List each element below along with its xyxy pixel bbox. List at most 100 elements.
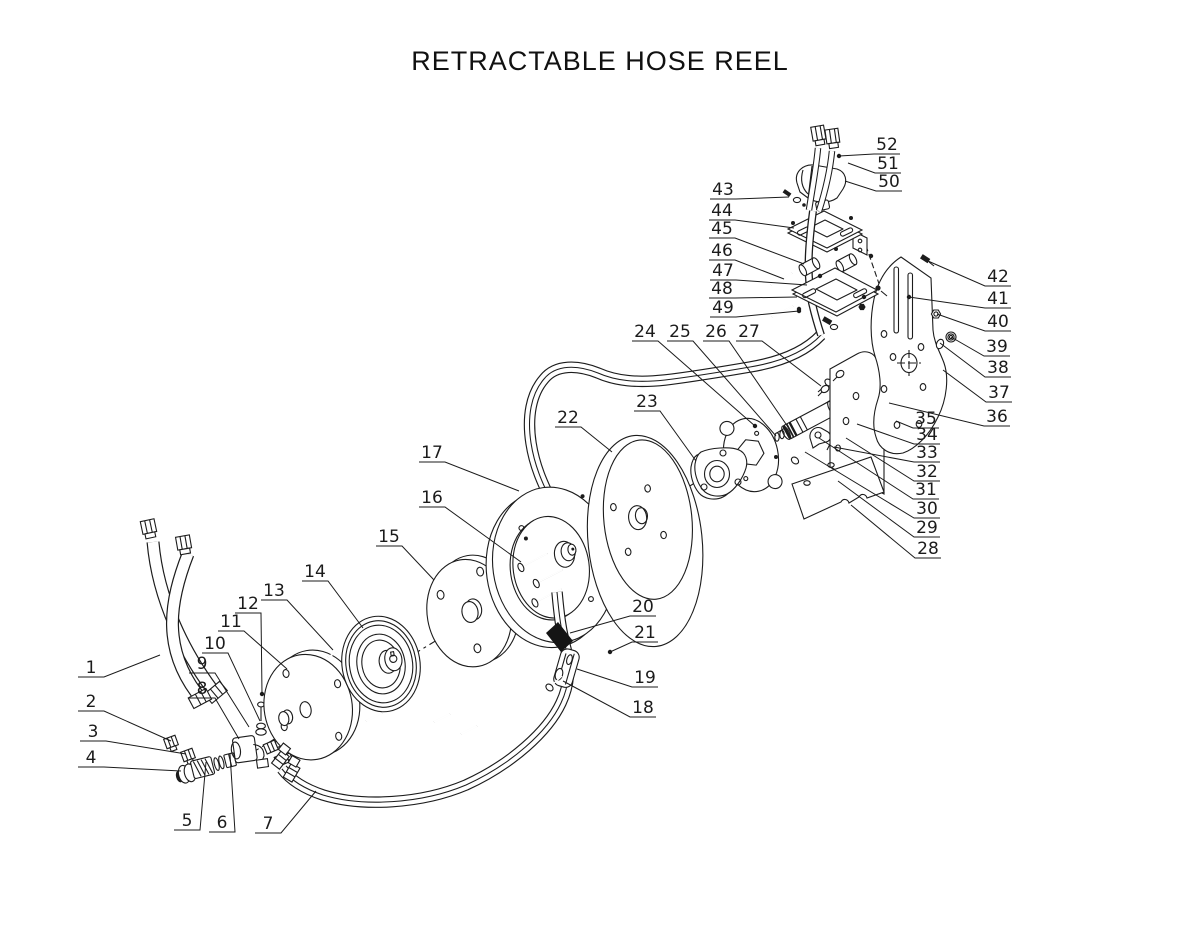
part-label-1: 1 [78,654,161,678]
svg-text:25: 25 [669,322,691,342]
part-label-15: 15 [376,527,435,581]
part-label-11: 11 [218,612,288,670]
part-label-46: 46 [709,241,785,280]
svg-text:45: 45 [711,219,733,239]
part-label-52: 52 [836,135,900,159]
hose-nut [139,518,158,540]
part-label-8: 8 [189,679,240,740]
part-label-6: 6 [209,753,236,833]
part-label-25: 25 [667,322,777,437]
part-label-13: 13 [261,581,334,651]
svg-text:9: 9 [197,654,208,674]
svg-text:41: 41 [987,289,1009,309]
drum-ring [485,486,616,649]
part-label-9: 9 [189,654,250,728]
svg-text:11: 11 [220,612,242,632]
bearing-flange [690,447,748,500]
hose-guide [545,648,580,692]
part-label-49: 49 [710,298,802,318]
part-label-48: 48 [709,279,798,299]
svg-text:52: 52 [876,135,898,155]
part-label-16: 16 [419,488,522,563]
part-label-23: 23 [634,392,697,462]
page-title: RETRACTABLE HOSE REEL [411,46,789,76]
svg-text:47: 47 [712,261,734,281]
part-label-17: 17 [419,443,520,492]
svg-text:31: 31 [915,480,937,500]
spring-cartridge [341,615,421,713]
supply-hoses [139,518,229,710]
svg-text:2: 2 [86,692,97,712]
svg-text:18: 18 [632,698,654,718]
part-label-45: 45 [709,219,805,265]
part-label-40: 40 [936,312,1011,332]
svg-text:15: 15 [378,527,400,547]
part-label-34: 34 [856,423,940,445]
svg-text:48: 48 [711,279,733,299]
part-label-20: 20 [569,597,656,634]
svg-text:16: 16 [421,488,443,508]
inlet-fittings [162,734,197,766]
part-label-41: 41 [906,289,1011,309]
frame-plates [791,351,885,520]
svg-text:20: 20 [632,597,654,617]
part-label-26: 26 [703,322,789,428]
svg-text:17: 17 [421,443,443,463]
svg-text:28: 28 [917,539,939,559]
part-label-38: 38 [939,342,1011,378]
part-label-39: 39 [950,336,1010,357]
svg-text:39: 39 [986,337,1008,357]
svg-text:8: 8 [197,679,208,699]
svg-text:33: 33 [916,443,938,463]
svg-text:12: 12 [237,594,259,614]
part-label-31: 31 [818,437,939,500]
svg-text:5: 5 [182,811,193,831]
part-label-30: 30 [804,451,940,519]
svg-text:23: 23 [636,392,658,412]
svg-text:36: 36 [986,407,1008,427]
part-label-33: 33 [833,443,940,463]
svg-text:27: 27 [738,322,760,342]
svg-text:1: 1 [86,658,97,678]
svg-text:49: 49 [712,298,734,318]
part-label-27: 27 [736,322,822,387]
svg-text:14: 14 [304,562,326,582]
svg-text:42: 42 [987,267,1009,287]
hose-nut [174,534,193,556]
part-label-3: 3 [80,722,187,755]
part-label-29: 29 [837,480,940,538]
hose-stopper-band [546,622,573,652]
svg-text:13: 13 [263,581,285,601]
part-label-24: 24 [632,322,758,429]
part-label-12: 12 [235,594,265,697]
part-label-37: 37 [942,369,1012,403]
svg-text:26: 26 [705,322,727,342]
part-label-18: 18 [562,680,656,718]
drum-shell [586,434,704,648]
part-label-28: 28 [850,504,941,559]
part-label-50: 50 [844,172,902,192]
part-label-2: 2 [78,692,172,742]
svg-text:3: 3 [88,722,99,742]
part-label-19: 19 [576,668,658,688]
svg-text:19: 19 [634,668,656,688]
swivel-screw-washers [255,701,267,736]
part-label-5: 5 [174,761,207,831]
svg-text:51: 51 [877,154,899,174]
svg-text:21: 21 [634,623,656,643]
svg-text:22: 22 [557,408,579,428]
svg-text:29: 29 [916,518,938,538]
part-label-14: 14 [302,562,364,629]
part-label-21: 21 [607,623,658,655]
svg-text:37: 37 [988,383,1010,403]
dowel-pins [327,647,478,735]
svg-text:4: 4 [86,748,97,768]
part-label-42: 42 [927,260,1011,287]
svg-text:44: 44 [711,201,733,221]
part-label-10: 10 [202,634,261,722]
svg-text:40: 40 [987,312,1009,332]
part-label-35: 35 [895,409,939,429]
part-label-36: 36 [888,402,1010,427]
